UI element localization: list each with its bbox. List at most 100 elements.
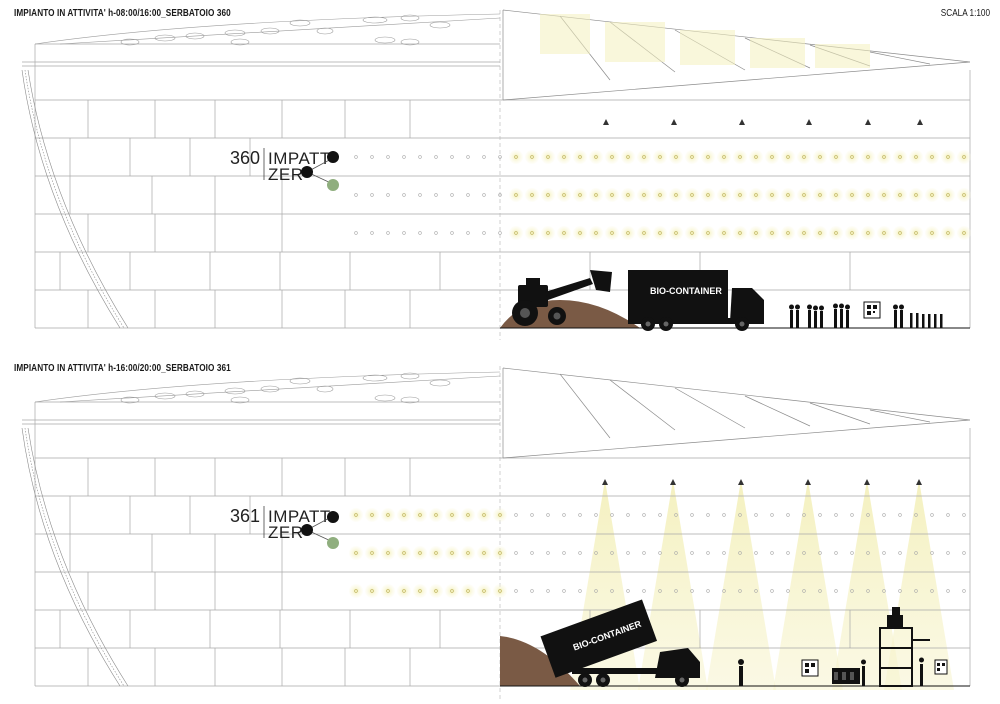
window-dot bbox=[770, 193, 774, 197]
window-dot bbox=[690, 231, 694, 235]
window-glow bbox=[477, 584, 491, 598]
window-glow bbox=[541, 226, 555, 240]
window-glow bbox=[413, 508, 427, 522]
window-dot bbox=[498, 193, 502, 197]
window-dot bbox=[866, 231, 870, 235]
window-dot bbox=[866, 513, 870, 517]
window-glow bbox=[429, 508, 443, 522]
window-glow bbox=[765, 188, 779, 202]
window-glow bbox=[365, 546, 379, 560]
window-dot bbox=[786, 551, 790, 555]
window-dot bbox=[642, 513, 646, 517]
roof-skylight-glow bbox=[540, 14, 870, 68]
logo-word-impatt: IMPATT bbox=[268, 507, 331, 526]
window-dot bbox=[866, 589, 870, 593]
window-dot bbox=[674, 231, 678, 235]
window-dot bbox=[754, 551, 758, 555]
window-dot bbox=[402, 155, 406, 159]
window-glow bbox=[925, 188, 939, 202]
window-glow bbox=[909, 150, 923, 164]
window-dot bbox=[514, 193, 518, 197]
window-glow bbox=[493, 584, 507, 598]
window-dot bbox=[850, 155, 854, 159]
window-glow bbox=[893, 188, 907, 202]
window-glow bbox=[365, 508, 379, 522]
window-dot bbox=[962, 589, 966, 593]
window-glow bbox=[381, 508, 395, 522]
window-glow bbox=[765, 150, 779, 164]
window-dot bbox=[610, 589, 614, 593]
window-dot bbox=[882, 513, 886, 517]
window-glow bbox=[877, 188, 891, 202]
window-dot bbox=[866, 193, 870, 197]
window-glow bbox=[669, 188, 683, 202]
window-dot bbox=[898, 513, 902, 517]
window-glow bbox=[429, 546, 443, 560]
logo-word-zer: ZER bbox=[268, 523, 304, 542]
window-dot bbox=[754, 589, 758, 593]
window-glow bbox=[925, 150, 939, 164]
logo-dot-green bbox=[327, 537, 339, 549]
window-glow bbox=[397, 546, 411, 560]
window-dot bbox=[706, 155, 710, 159]
tank-wall-grid bbox=[22, 43, 971, 329]
window-dot bbox=[962, 155, 966, 159]
window-glow bbox=[845, 150, 859, 164]
window-glow bbox=[557, 188, 571, 202]
window-dot bbox=[562, 589, 566, 593]
logo-number: 360 bbox=[230, 148, 260, 168]
window-glow bbox=[509, 150, 523, 164]
window-dot bbox=[450, 513, 454, 517]
window-glow bbox=[685, 188, 699, 202]
window-glow bbox=[845, 226, 859, 240]
window-glow bbox=[413, 584, 427, 598]
window-dot bbox=[546, 231, 550, 235]
window-dot bbox=[834, 155, 838, 159]
window-glow bbox=[797, 226, 811, 240]
window-glow bbox=[445, 546, 459, 560]
window-dot-rows bbox=[354, 150, 971, 240]
window-dot bbox=[530, 589, 534, 593]
window-glow bbox=[701, 226, 715, 240]
window-dot bbox=[354, 589, 358, 593]
window-glow bbox=[733, 188, 747, 202]
window-glow bbox=[941, 150, 955, 164]
window-glow bbox=[349, 546, 363, 560]
window-dot bbox=[850, 193, 854, 197]
window-dot bbox=[466, 513, 470, 517]
window-glow bbox=[861, 188, 875, 202]
window-dot bbox=[514, 513, 518, 517]
window-dot bbox=[642, 193, 646, 197]
window-dot bbox=[834, 589, 838, 593]
window-glow bbox=[925, 226, 939, 240]
window-dot bbox=[370, 155, 374, 159]
logo-dot-black-2 bbox=[301, 524, 313, 536]
logo-dot-black-1 bbox=[327, 151, 339, 163]
window-glow bbox=[509, 188, 523, 202]
window-dot bbox=[466, 231, 470, 235]
window-dot bbox=[498, 589, 502, 593]
window-dot bbox=[498, 155, 502, 159]
window-dot-rows-bottom bbox=[349, 508, 966, 598]
window-dot bbox=[498, 231, 502, 235]
logo-dot-black-2 bbox=[301, 166, 313, 178]
window-glow bbox=[653, 226, 667, 240]
logo-word-impatt: IMPATT bbox=[268, 149, 331, 168]
window-dot bbox=[578, 589, 582, 593]
window-dot bbox=[722, 193, 726, 197]
window-dot bbox=[882, 589, 886, 593]
window-dot bbox=[482, 589, 486, 593]
window-dot bbox=[706, 193, 710, 197]
window-dot bbox=[434, 193, 438, 197]
window-dot bbox=[722, 513, 726, 517]
window-glow bbox=[605, 188, 619, 202]
window-dot bbox=[914, 589, 918, 593]
people-silhouettes bbox=[789, 303, 943, 328]
window-dot bbox=[418, 589, 422, 593]
window-dot bbox=[514, 551, 518, 555]
window-dot bbox=[786, 231, 790, 235]
window-glow bbox=[861, 226, 875, 240]
window-glow bbox=[573, 188, 587, 202]
qr-sign-side bbox=[934, 659, 948, 675]
window-dot bbox=[642, 231, 646, 235]
